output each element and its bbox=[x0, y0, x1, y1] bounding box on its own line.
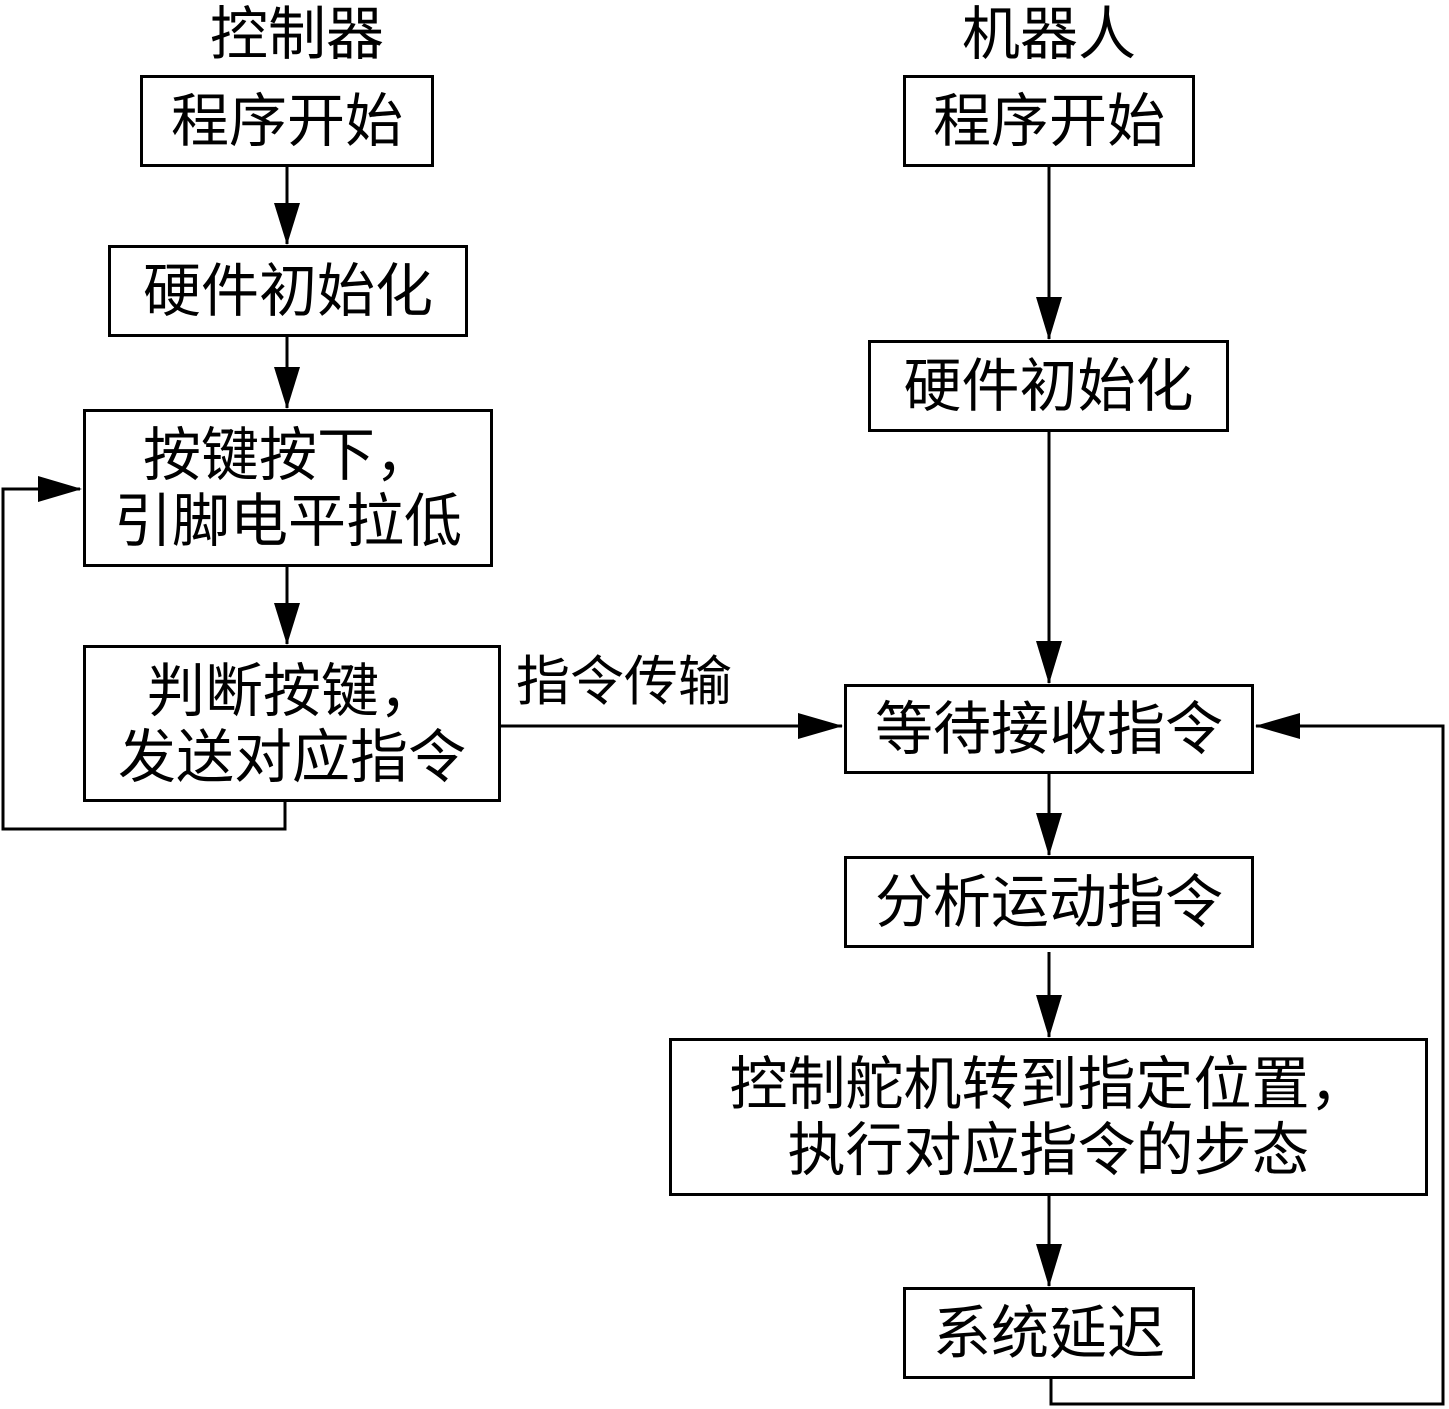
robot-wait-text: 等待接收指令 bbox=[874, 695, 1223, 763]
robot-init-text: 硬件初始化 bbox=[903, 352, 1194, 420]
controller-keypress-line1: 按键按下， bbox=[142, 421, 433, 489]
controller-init-box: 硬件初始化 bbox=[108, 245, 468, 337]
controller-keypress-line2: 引脚电平拉低 bbox=[113, 487, 462, 555]
controller-start-text: 程序开始 bbox=[170, 87, 403, 155]
arrowhead-robot-delay bbox=[1036, 1244, 1062, 1287]
arrowhead-ctrl-press bbox=[274, 367, 300, 409]
arrowhead-ctrl-loop bbox=[38, 476, 82, 502]
arrowhead-robot-loop bbox=[1255, 713, 1300, 739]
arrowhead-robot-analyze bbox=[1036, 813, 1062, 856]
arrowhead-robot-init bbox=[1036, 297, 1062, 340]
arrowhead-robot-wait bbox=[1036, 641, 1062, 684]
robot-control-box: 控制舵机转到指定位置， 执行对应指令的步态 bbox=[669, 1038, 1428, 1196]
controller-column-title: 控制器 bbox=[209, 0, 384, 68]
controller-start-box: 程序开始 bbox=[140, 75, 434, 167]
robot-delay-text: 系统延迟 bbox=[932, 1299, 1165, 1367]
controller-judge-box: 判断按键， 发送对应指令 bbox=[83, 645, 501, 802]
arrowhead-robot-control bbox=[1036, 995, 1062, 1038]
loop-ctrl-judge-to-press bbox=[1, 487, 287, 831]
arrowhead-ctrl-judge bbox=[274, 603, 300, 645]
arrowhead-transmit bbox=[798, 713, 843, 739]
loop-robot-delay-to-wait bbox=[1049, 724, 1445, 1406]
robot-analyze-text: 分析运动指令 bbox=[874, 868, 1223, 936]
robot-control-line1: 控制舵机转到指定位置， bbox=[729, 1050, 1368, 1118]
controller-judge-line2: 发送对应指令 bbox=[117, 722, 466, 791]
controller-keypress-box: 按键按下， 引脚电平拉低 bbox=[83, 409, 493, 567]
robot-wait-box: 等待接收指令 bbox=[844, 684, 1254, 774]
robot-delay-box: 系统延迟 bbox=[903, 1287, 1195, 1379]
robot-control-line2: 执行对应指令的步态 bbox=[787, 1116, 1310, 1184]
robot-start-text: 程序开始 bbox=[932, 87, 1165, 155]
robot-init-box: 硬件初始化 bbox=[868, 340, 1229, 432]
controller-init-text: 硬件初始化 bbox=[142, 257, 433, 325]
arrowhead-ctrl-init bbox=[274, 203, 300, 245]
robot-start-box: 程序开始 bbox=[903, 75, 1195, 167]
robot-analyze-box: 分析运动指令 bbox=[844, 856, 1254, 948]
transmit-edge-label: 指令传输 bbox=[516, 650, 732, 713]
controller-judge-line1: 判断按键， bbox=[146, 656, 437, 725]
robot-column-title: 机器人 bbox=[961, 0, 1136, 68]
